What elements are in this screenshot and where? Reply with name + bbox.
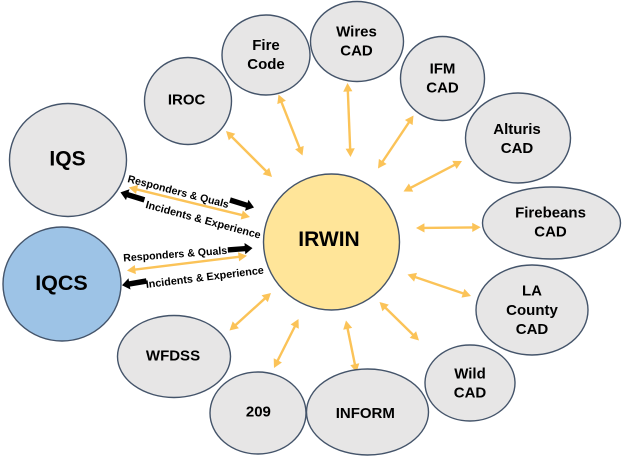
svg-text:IQS: IQS	[49, 148, 85, 171]
svg-text:CAD: CAD	[454, 385, 487, 402]
svg-text:Fire: Fire	[252, 37, 280, 54]
svg-text:CAD: CAD	[516, 321, 549, 338]
svg-text:County: County	[506, 302, 558, 319]
svg-text:IFM: IFM	[430, 61, 456, 78]
svg-text:IQCS: IQCS	[35, 271, 88, 295]
svg-text:WFDSS: WFDSS	[146, 347, 200, 364]
svg-text:IRWIN: IRWIN	[298, 228, 359, 251]
svg-text:Code: Code	[247, 56, 285, 73]
svg-text:209: 209	[246, 404, 271, 421]
svg-text:LA: LA	[522, 283, 542, 300]
svg-text:IROC: IROC	[168, 91, 206, 108]
svg-text:CAD: CAD	[426, 80, 459, 97]
svg-text:Wild: Wild	[454, 366, 486, 383]
svg-text:INFORM: INFORM	[336, 405, 395, 422]
svg-text:Alturis: Alturis	[493, 121, 541, 138]
svg-text:Firebeans: Firebeans	[515, 205, 586, 222]
svg-text:CAD: CAD	[340, 43, 373, 60]
svg-text:CAD: CAD	[534, 224, 567, 241]
svg-text:Wires: Wires	[336, 24, 377, 41]
svg-text:CAD: CAD	[501, 140, 534, 157]
